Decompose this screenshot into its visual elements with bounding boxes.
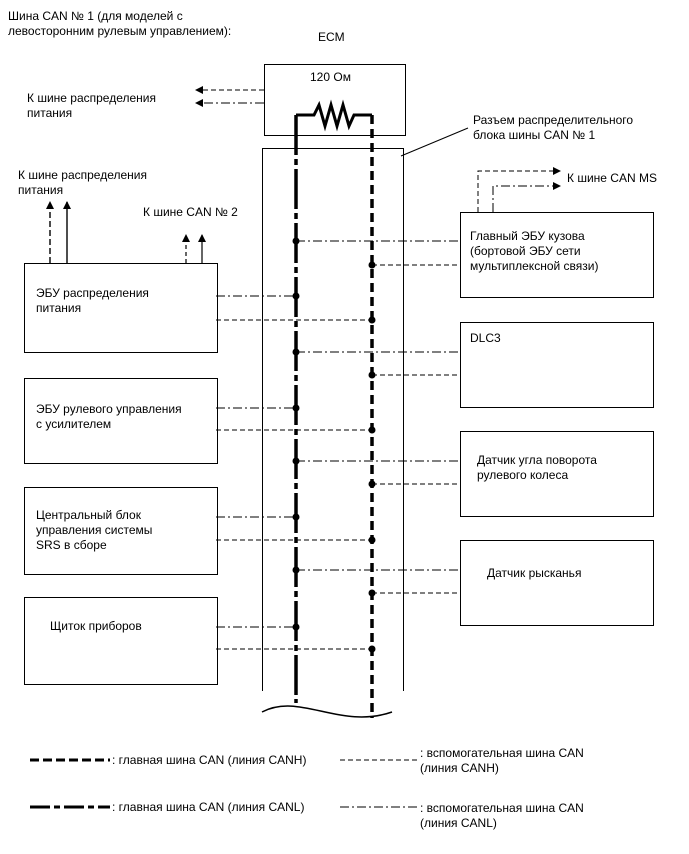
diagram-title: Шина CAN № 1 (для моделей с левосторонни… — [8, 9, 232, 38]
power-distribution-ecu-box — [24, 263, 218, 353]
power-bus-label-top: К шине распределения питания — [27, 91, 156, 120]
legend-aux-canl: : вспомогательная шина CAN (линия CANL) — [420, 801, 584, 830]
right-unit-steering-angle-sensor: Датчик угла поворота рулевого колеса — [477, 453, 597, 482]
right-unit-main-body-ecu: Главный ЭБУ кузова (бортовой ЭБУ сети му… — [470, 229, 599, 273]
power-bus-label-left: К шине распределения питания — [18, 168, 147, 197]
ecm-box — [264, 64, 406, 136]
instrument-cluster-box — [24, 597, 218, 685]
can-ms-label: К шине CAN MS — [567, 171, 657, 185]
legend-aux-canh: : вспомогательная шина CAN (линия CANH) — [420, 746, 584, 775]
dlc3-box — [460, 322, 654, 408]
right-unit-yaw-rate-sensor: Датчик рысканья — [487, 566, 582, 580]
left-unit-power-distribution-ecu: ЭБУ распределения питания — [36, 286, 149, 315]
right-unit-dlc3: DLC3 — [470, 331, 501, 345]
resistor-label: 120 Ом — [310, 70, 351, 84]
yaw-rate-sensor-box — [460, 540, 654, 626]
left-unit-power-steering-ecu: ЭБУ рулевого управления с усилителем — [36, 402, 182, 431]
can2-label: К шине CAN № 2 — [143, 205, 238, 219]
steering-angle-sensor-box — [460, 431, 654, 517]
ecm-resistor — [296, 99, 372, 132]
junction-label: Разъем распределительного блока шины CAN… — [473, 113, 634, 142]
canl-junction-dots — [292, 237, 300, 631]
srs-center-unit-box — [24, 487, 218, 575]
power-steering-ecu-box — [24, 378, 218, 464]
junction-leader — [400, 127, 469, 157]
left-unit-instrument-cluster: Щиток приборов — [50, 619, 142, 633]
legend-main-canl: : главная шина CAN (линия CANL) — [112, 800, 305, 814]
legend-main-canh: : главная шина CAN (линия CANH) — [112, 753, 307, 767]
canh-junction-dots — [368, 261, 376, 653]
ecm-label: ECM — [318, 30, 345, 44]
can-ms-arrow-2 — [492, 182, 561, 212]
left-unit-srs-center: Центральный блок управления системы SRS … — [36, 508, 153, 552]
main-body-ecu-box — [460, 212, 654, 298]
junction-block — [262, 148, 404, 691]
can-ms-arrow-1 — [477, 167, 561, 212]
break-line — [261, 705, 393, 718]
